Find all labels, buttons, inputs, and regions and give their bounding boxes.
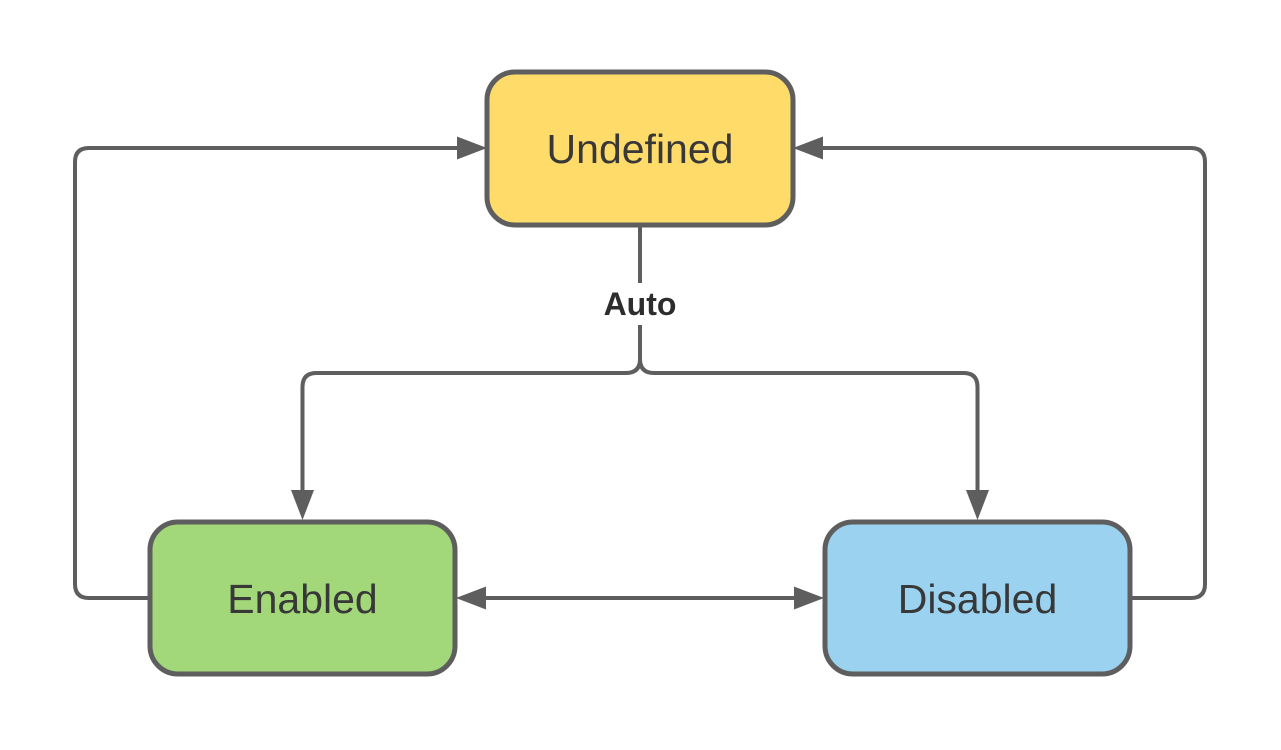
connector-lines	[73, 146, 1207, 600]
arrowhead-into-enabled-right	[456, 586, 486, 610]
arrowhead-into-undefined-left	[457, 136, 487, 160]
node-enabled	[147, 519, 458, 677]
edge-disabled-to-undefined	[823, 146, 1207, 600]
state-nodes	[147, 69, 1133, 677]
arrowheads	[291, 136, 989, 610]
auto-label-background	[599, 283, 681, 325]
edge-undefined-to-disabled	[638, 225, 980, 492]
node-undefined	[484, 69, 796, 228]
edge-undefined-to-enabled	[300, 225, 642, 492]
arrowhead-into-enabled-top	[291, 490, 314, 520]
arrowhead-into-disabled-left	[794, 586, 824, 610]
node-disabled	[822, 519, 1133, 677]
node-enabled-label: Enabled	[227, 576, 377, 622]
node-disabled-label: Disabled	[898, 576, 1058, 622]
edge-enabled-to-undefined	[73, 146, 457, 600]
arrowhead-into-undefined-right	[793, 136, 823, 160]
auto-edge-label: Auto	[604, 286, 677, 322]
arrowhead-into-disabled-top	[966, 490, 989, 520]
node-undefined-label: Undefined	[547, 126, 734, 172]
